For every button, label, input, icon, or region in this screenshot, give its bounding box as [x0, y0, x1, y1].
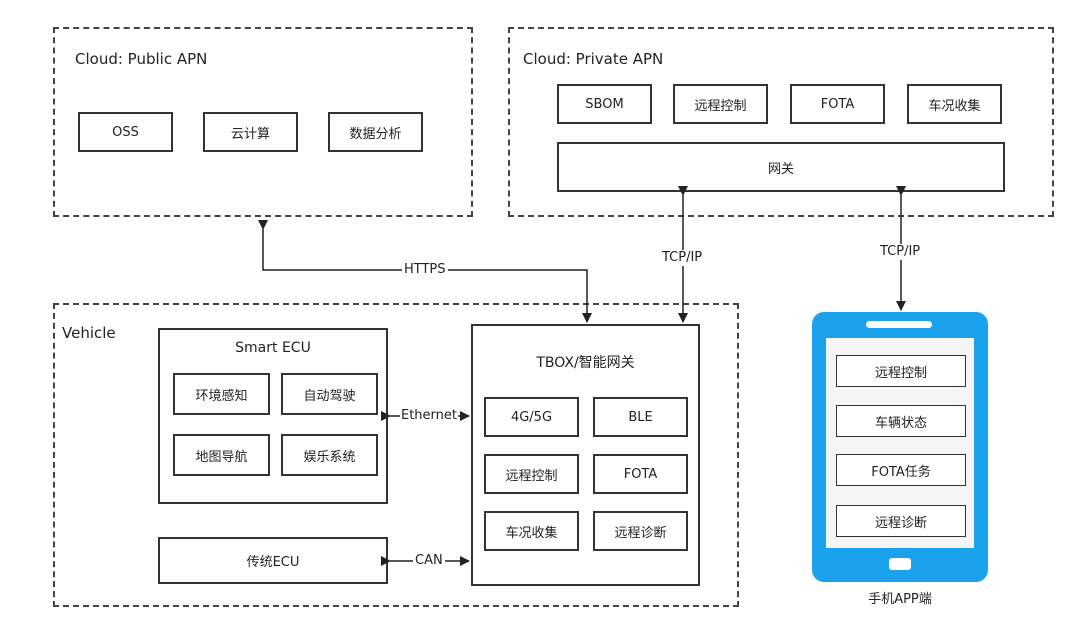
- tbox-item-fota: FOTA: [593, 454, 688, 494]
- private-apn-item-remote-control: 远程控制: [673, 84, 768, 124]
- tbox-item-ble: BLE: [593, 397, 688, 437]
- private-apn-item-sbom: SBOM: [557, 84, 652, 124]
- smart-ecu-item-autonomous-driving: 自动驾驶: [281, 373, 378, 415]
- public-apn-item-oss: OSS: [78, 112, 173, 152]
- phone-speaker: [866, 321, 932, 328]
- phone-item-vehicle-status: 车辆状态: [836, 405, 966, 437]
- public-apn-item-data-analysis: 数据分析: [328, 112, 423, 152]
- smart-ecu-item-infotainment: 娱乐系统: [281, 434, 378, 476]
- smart-ecu-item-perception: 环境感知: [173, 373, 270, 415]
- private-apn-title: Cloud: Private APN: [523, 50, 664, 68]
- smart-ecu-item-navigation: 地图导航: [173, 434, 270, 476]
- tcpip-vehicle-label: TCP/IP: [660, 250, 705, 266]
- public-apn-zone: [53, 27, 473, 217]
- phone-app-caption: 手机APP端: [868, 592, 932, 607]
- tbox-item-remote-control: 远程控制: [484, 454, 579, 494]
- phone-item-remote-diagnosis: 远程诊断: [836, 505, 966, 537]
- phone-home-button: [889, 558, 911, 570]
- phone-item-fota-tasks: FOTA任务: [836, 454, 966, 486]
- https-label: HTTPS: [402, 262, 448, 278]
- phone-item-remote-control: 远程控制: [836, 355, 966, 387]
- ethernet-label: Ethernet: [400, 408, 458, 424]
- vehicle-title: Vehicle: [62, 324, 116, 342]
- tbox-item-remote-diagnosis: 远程诊断: [593, 511, 688, 551]
- private-apn-gateway: 网关: [557, 142, 1005, 192]
- private-apn-item-fota: FOTA: [790, 84, 885, 124]
- tbox-title: TBOX/智能网关: [536, 355, 635, 371]
- tbox-container: [471, 324, 700, 586]
- private-apn-item-vehicle-data: 车况收集: [907, 84, 1002, 124]
- public-apn-title: Cloud: Public APN: [75, 50, 208, 68]
- tbox-item-vehicle-data: 车况收集: [484, 511, 579, 551]
- can-label: CAN: [413, 553, 445, 569]
- private-apn-zone: [508, 27, 1054, 217]
- public-apn-item-cloud-compute: 云计算: [203, 112, 298, 152]
- tbox-item-4g5g: 4G/5G: [484, 397, 579, 437]
- tcpip-app-label: TCP/IP: [878, 244, 923, 260]
- smart-ecu-title: Smart ECU: [235, 340, 311, 356]
